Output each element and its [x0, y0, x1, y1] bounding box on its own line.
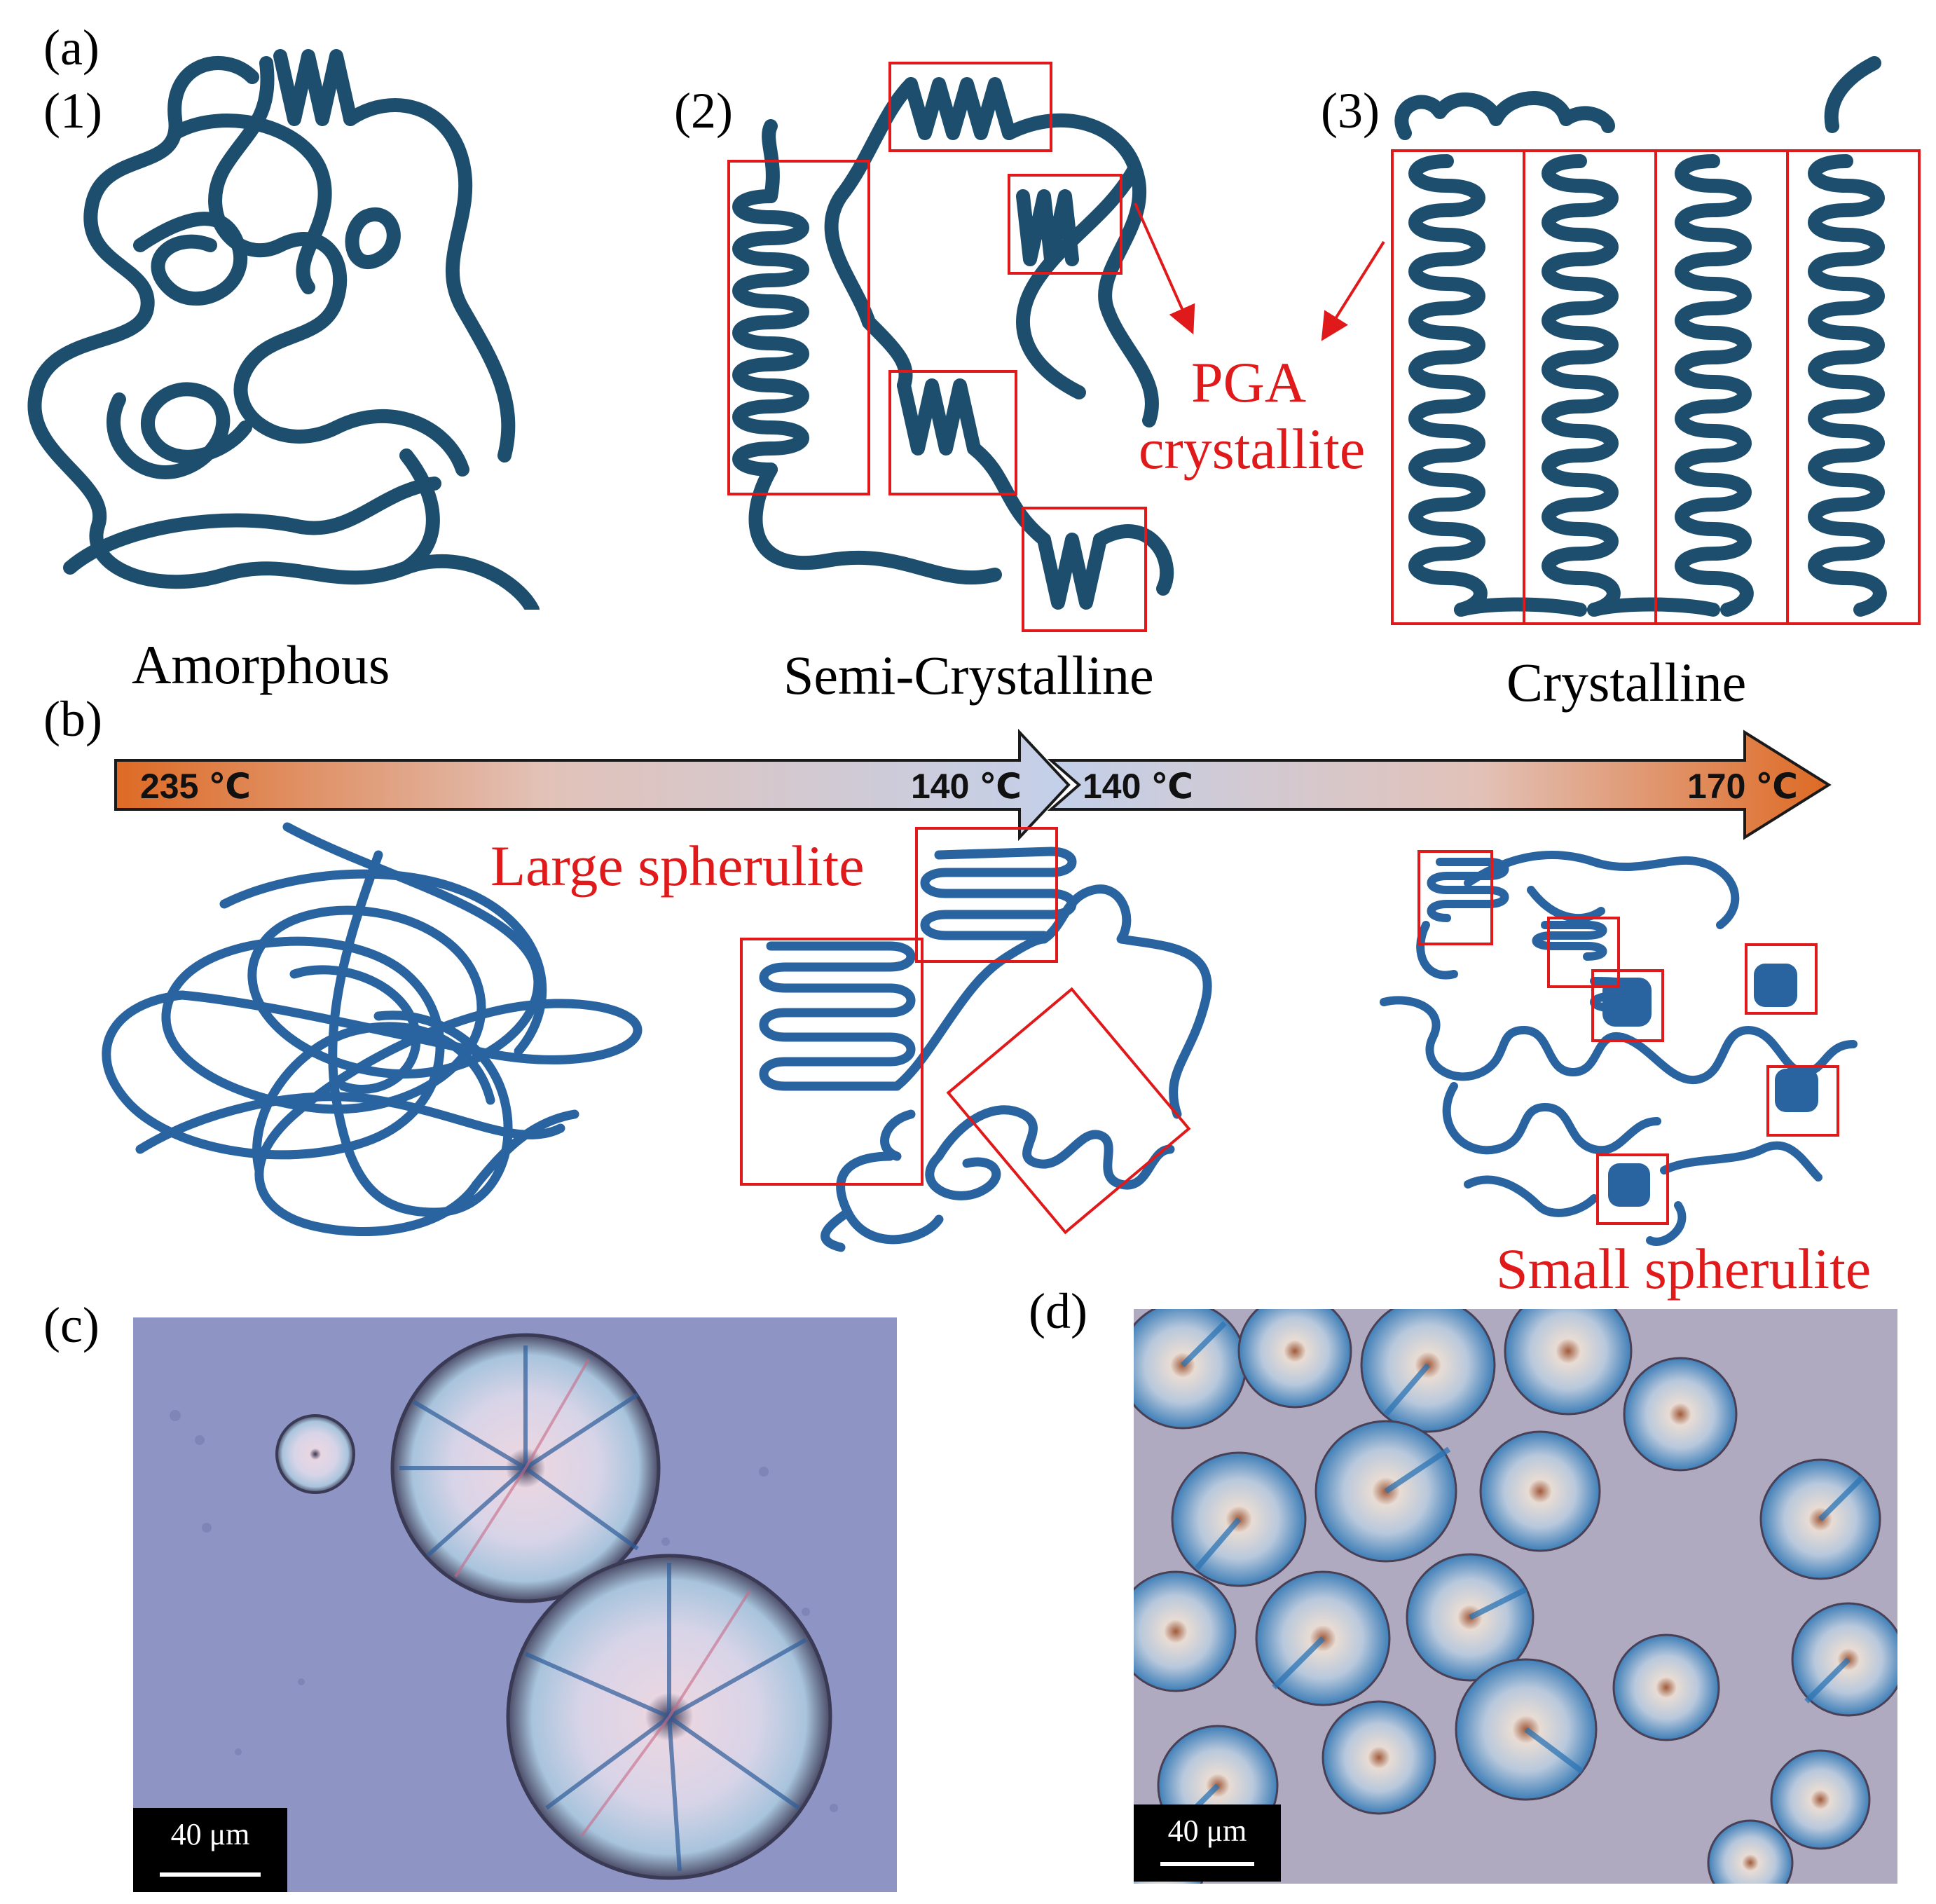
caption-amorphous: Amorphous [132, 634, 390, 695]
temp-start-label: 235 ℃ [140, 767, 251, 806]
scale-bar-d-line [1160, 1862, 1254, 1866]
large-spherulite-label: Large spherulite [490, 834, 865, 898]
panel-c-label: (c) [43, 1297, 99, 1353]
melt-chain-diagram [102, 822, 643, 1236]
temp-mid-left-label: 140 ℃ [911, 767, 1022, 806]
small-spherulite-micrograph-art [1134, 1309, 1897, 1884]
caption-semicrystalline: Semi-Crystalline [783, 645, 1154, 706]
scale-bar-d-label: 40 μm [1167, 1814, 1247, 1848]
panel-a2-label: (2) [674, 83, 733, 139]
panel-a3-label: (3) [1321, 83, 1380, 139]
scale-bar-d: 40 μm [1134, 1804, 1281, 1882]
heating-arrow [1047, 730, 1832, 840]
small-spherulite-label: Small spherulite [1496, 1237, 1872, 1301]
cooling-arrow [114, 728, 1071, 842]
temperature-arrows [114, 728, 1832, 842]
pga-label-line2: crystallite [1139, 417, 1366, 481]
scale-bar-c: 40 μm [133, 1808, 287, 1892]
scale-bar-c-label: 40 μm [170, 1817, 250, 1851]
caption-crystalline: Crystalline [1506, 652, 1747, 713]
micrograph-small-spherulites [1134, 1309, 1897, 1884]
scale-bar-c-line [160, 1872, 261, 1877]
semicrystalline-chain-diagram [727, 62, 1174, 632]
panel-a-label: (a) [43, 20, 99, 76]
panel-b-label: (b) [43, 691, 102, 747]
pga-pointer-arrows [1134, 203, 1385, 341]
temp-end-label: 170 ℃ [1687, 767, 1798, 806]
panel-d-label: (d) [1029, 1283, 1087, 1339]
micrograph-large-spherulites [133, 1317, 897, 1892]
temp-mid-right-label: 140 ℃ [1083, 767, 1193, 806]
small-spherulite-diagram [1380, 850, 1858, 1246]
large-spherulite-diagram [740, 827, 1212, 1252]
large-spherulite-micrograph-art [170, 1333, 838, 1880]
pga-label-line1: PGA [1191, 350, 1307, 414]
crystalline-chain-diagram [1391, 56, 1921, 625]
panel-a1-label: (1) [43, 83, 102, 139]
amorphous-chain-diagram [27, 49, 540, 610]
